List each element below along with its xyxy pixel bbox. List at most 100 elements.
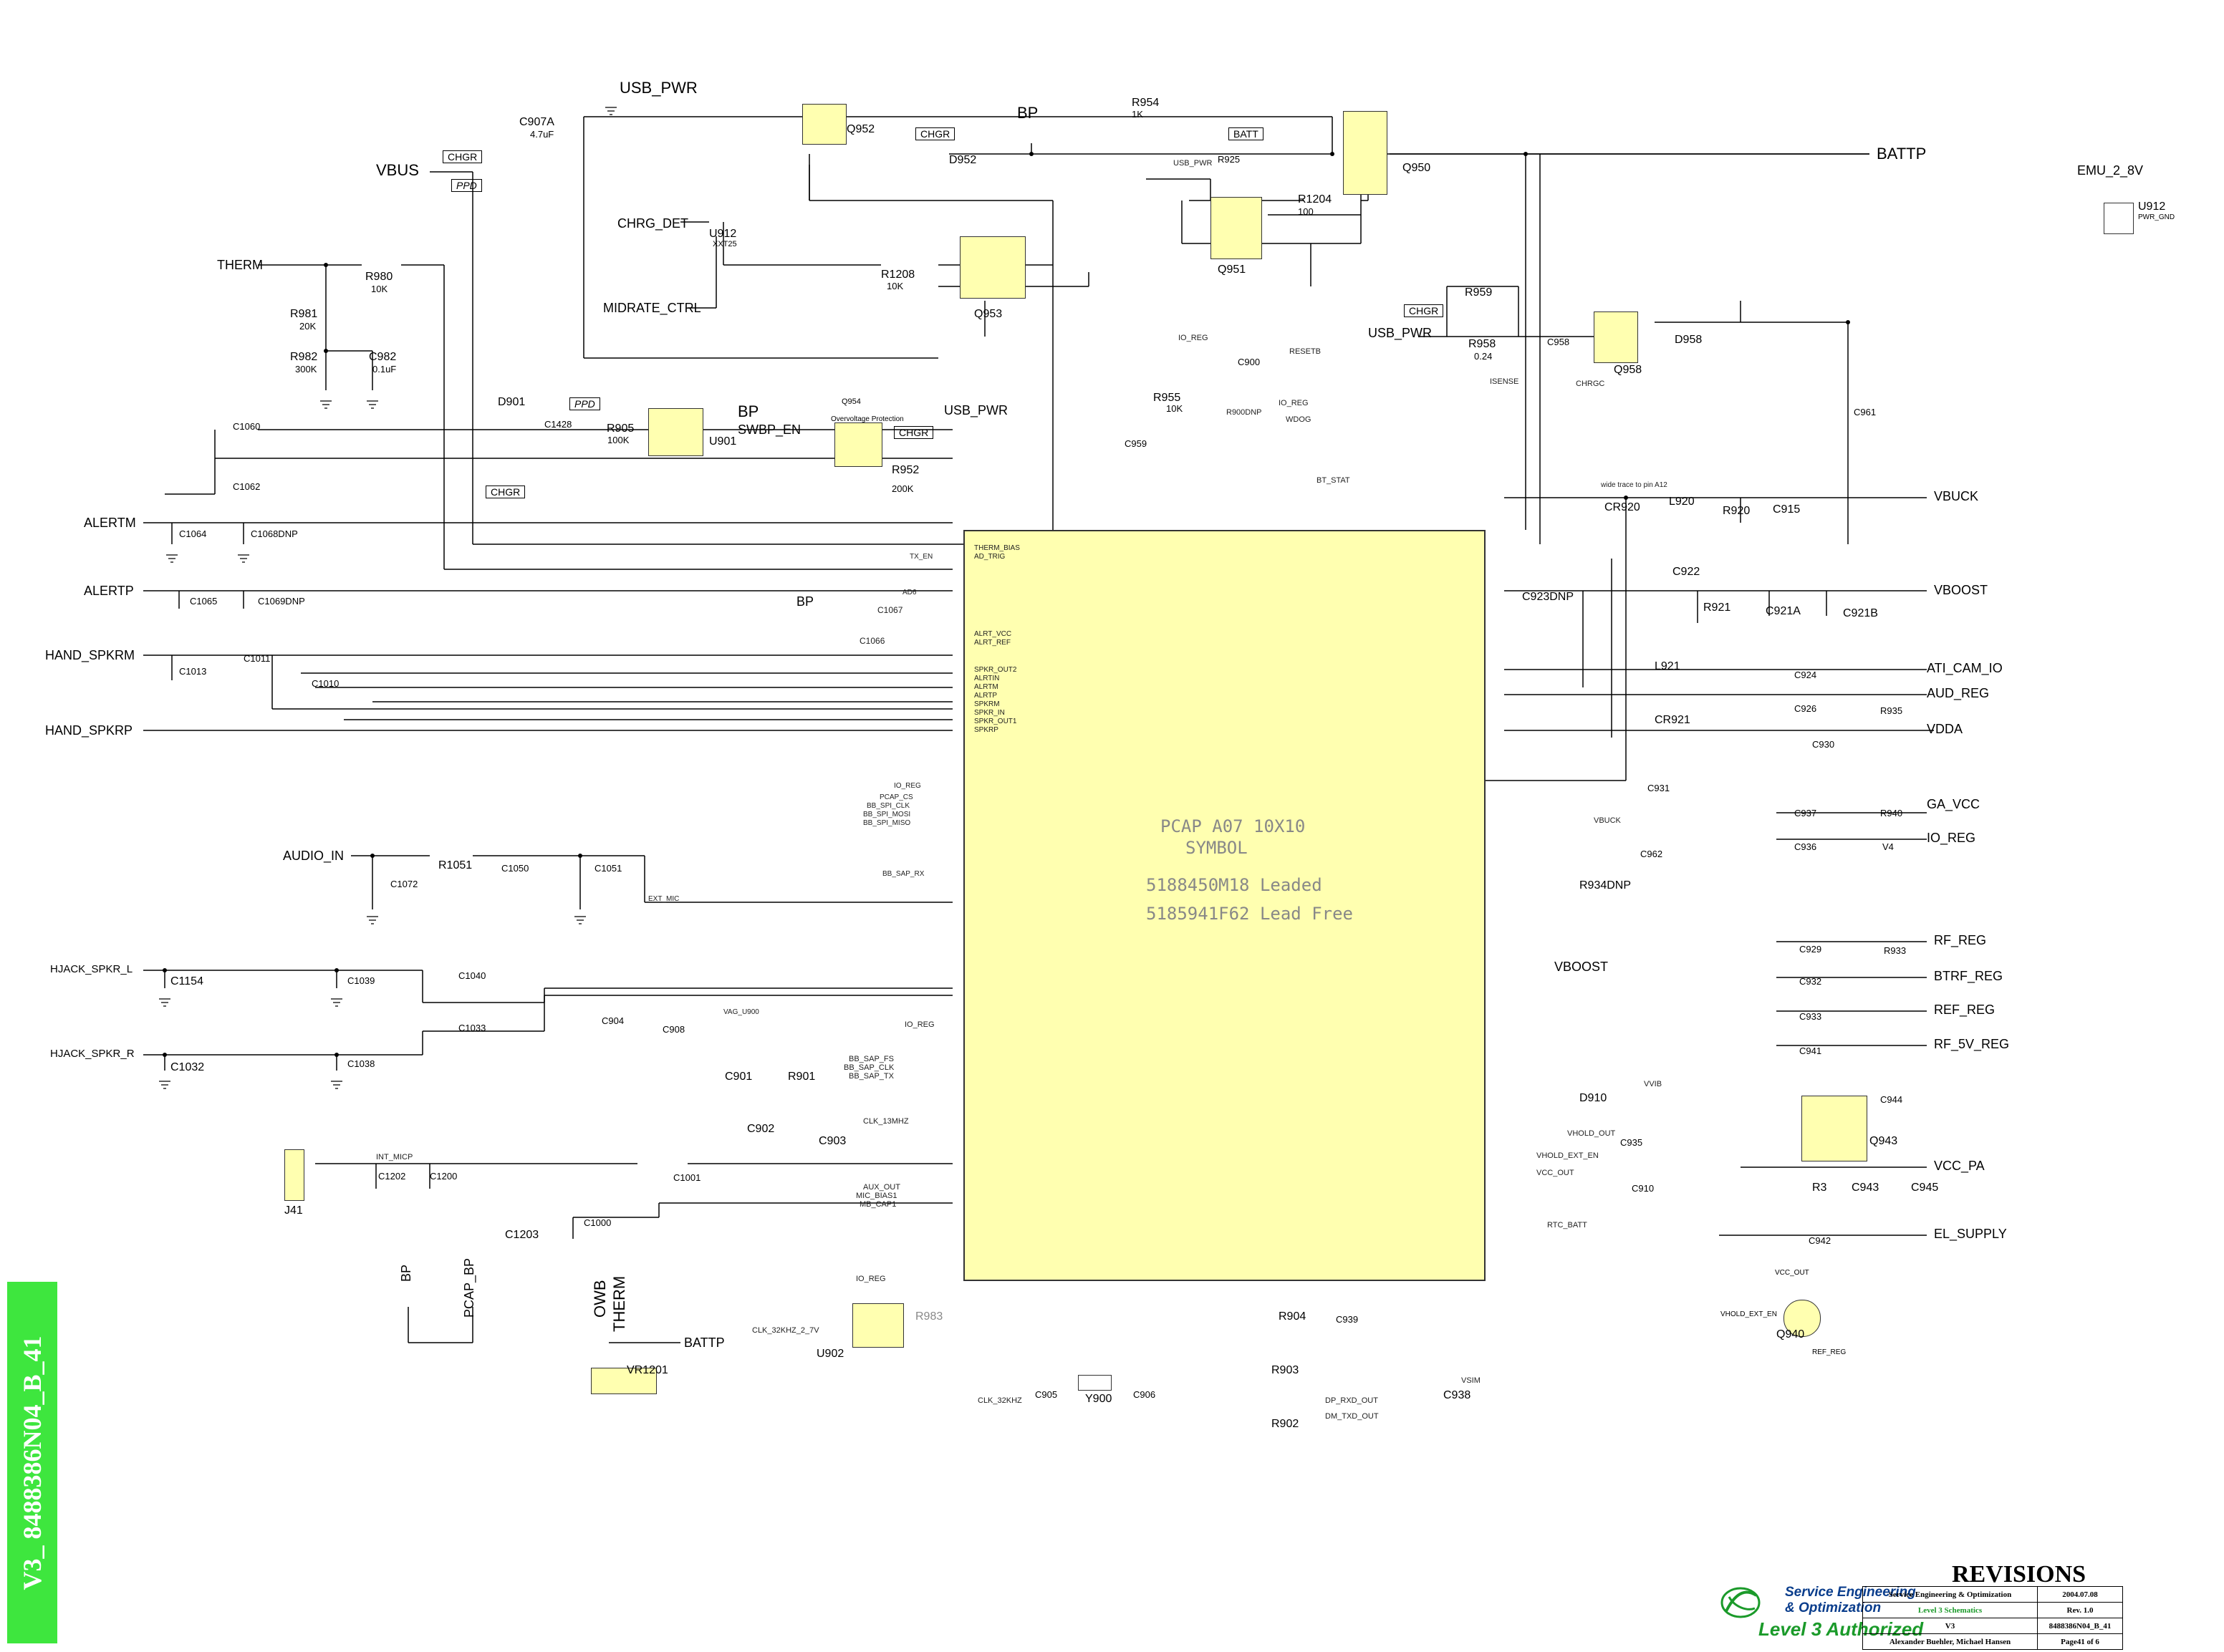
net-hand-spkrp: HAND_SPKRP [45, 723, 133, 738]
pcap-part-leaded: 5188450M18 Leaded [1146, 875, 1322, 895]
ref-c1154: C1154 [170, 975, 203, 987]
pin-spkr-in: SPKR_IN [974, 709, 1005, 717]
pin-vhold-out: VHOLD_OUT [1567, 1129, 1616, 1138]
pin-wdog: WDOG [1286, 415, 1311, 424]
logo-line2: & Optimization [1785, 1600, 1882, 1615]
ref-r905: R905 [607, 422, 635, 435]
ref-c1051: C1051 [594, 863, 622, 874]
pin-vvib: VVIB [1644, 1080, 1662, 1088]
pin-dm-txd-out: DM_TXD_OUT [1325, 1412, 1379, 1421]
ref-c924: C924 [1794, 670, 1817, 680]
ref-c1203: C1203 [505, 1229, 539, 1241]
ref-j41: J41 [284, 1204, 303, 1217]
net-chrg-det: CHRG_DET [617, 216, 689, 231]
pin-aux-out: AUX_OUT [863, 1183, 900, 1192]
ref-c921a: C921A [1766, 605, 1801, 617]
version-sidebar: V3_ 8488386N04_B_41 [7, 1282, 57, 1643]
net-bp-u901: BP [738, 402, 759, 420]
ref-r983: R983 [915, 1310, 943, 1323]
ref-u912-right: U912 [2138, 201, 2166, 213]
ref-r933: R933 [1884, 945, 1907, 956]
pin-tx-en: TX_EN [910, 553, 933, 561]
pin-chrgc: CHRGC [1576, 380, 1605, 388]
pin-bt-stat: BT_STAT [1316, 476, 1350, 485]
ref-r1208: R1208 [881, 269, 915, 281]
net-rf-reg: RF_REG [1934, 933, 1987, 947]
net-rf-5v-reg: RF_5V_REG [1934, 1037, 2010, 1051]
label-ref-reg-q940: REF_REG [1812, 1348, 1847, 1356]
net-therm-vert: THERM [610, 1275, 628, 1332]
pin-io-reg-u902: IO_REG [856, 1275, 886, 1283]
ref-r920: R920 [1723, 505, 1751, 517]
label-vhold-ext-en: VHOLD_EXT_EN [1720, 1310, 1777, 1318]
net-vboost-ic: VBOOST [1554, 960, 1609, 974]
val-c982: 0.1uF [372, 364, 397, 375]
ref-c942: C942 [1809, 1235, 1831, 1246]
pin-alrt-ref: ALRT_REF [974, 639, 1011, 647]
ref-c1062: C1062 [233, 481, 261, 492]
flag-chgr-4: CHGR [894, 426, 934, 439]
version-sidebar-text: V3_ 8488386N04_B_41 [18, 1335, 47, 1590]
tb-title: Level 3 Schematics [1862, 1602, 2038, 1618]
y900-crystal [1078, 1375, 1112, 1391]
tb-docnum: 8488386N04_B_41 [2037, 1618, 2123, 1634]
net-alertm: ALERTM [84, 516, 136, 530]
net-hjack-spkr-l: HJACK_SPKR_L [50, 963, 133, 975]
ref-u901: U901 [709, 435, 737, 448]
pin-c1066: C1066 [860, 636, 885, 646]
flag-chgr-3: CHGR [1404, 304, 1444, 317]
net-vbuck: VBUCK [1934, 489, 1979, 503]
ref-c1202: C1202 [378, 1171, 406, 1182]
pin-io-reg-r900: IO_REG [1279, 399, 1309, 407]
ref-c1032: C1032 [170, 1061, 205, 1073]
pcap-part-leadfree: 5185941F62 Lead Free [1146, 904, 1353, 924]
net-pcap-bp-vert: PCAP_BP [462, 1257, 476, 1318]
pin-alrtm: ALRTM [974, 683, 998, 691]
val-u912: XXT25 [713, 240, 737, 248]
ref-c935: C935 [1620, 1137, 1643, 1148]
vr1201-chip [591, 1368, 657, 1394]
ref-c1200: C1200 [430, 1171, 458, 1182]
q958-chip [1594, 311, 1638, 363]
q943-chip [1801, 1096, 1867, 1161]
ref-u912: U912 [709, 228, 737, 240]
pcap-symbol-line2: SYMBOL [1185, 838, 1248, 858]
pin-alrtin: ALRTIN [974, 675, 1000, 682]
ref-r1204: R1204 [1298, 193, 1332, 206]
ref-c931: C931 [1647, 783, 1670, 793]
ref-q940: Q940 [1776, 1328, 1805, 1341]
pin-mic-bias1: MIC_BIAS1 [856, 1192, 897, 1200]
net-emu-2v8: EMU_2_8V [2077, 163, 2144, 178]
ref-d952: D952 [949, 154, 977, 166]
ref-c1010: C1010 [312, 678, 340, 689]
ref-c941: C941 [1799, 1045, 1822, 1056]
pin-io-reg-left: IO_REG [894, 782, 921, 790]
ref-c906: C906 [1133, 1389, 1156, 1400]
val-c907a: 4.7uF [530, 129, 554, 140]
flag-chgr-1: CHGR [443, 150, 483, 163]
ref-q953: Q953 [974, 308, 1003, 320]
pin-vcc-out: VCC_OUT [1536, 1169, 1574, 1177]
ref-c982: C982 [369, 351, 397, 363]
pin-io-reg-mid: IO_REG [905, 1020, 935, 1029]
ref-c1064: C1064 [179, 528, 207, 539]
pin-alrtp: ALRTP [974, 692, 998, 700]
net-therm: THERM [217, 258, 263, 272]
net-alertp: ALERTP [84, 584, 134, 598]
label-vcc-out: VCC_OUT [1775, 1269, 1809, 1277]
ref-c958: C958 [1547, 337, 1570, 347]
ref-c901: C901 [725, 1071, 753, 1083]
pin-bb-spi-miso: BB_SPI_MISO [863, 819, 911, 827]
u902-chip [852, 1303, 904, 1348]
tb-version: V3 [1862, 1618, 2038, 1634]
ref-r901: R901 [788, 1071, 816, 1083]
val-r955: 10K [1166, 403, 1183, 414]
pin-vhold-ext-en: VHOLD_EXT_EN [1536, 1151, 1599, 1160]
ref-r959: R959 [1465, 286, 1493, 299]
pin-c1067: C1067 [877, 605, 903, 615]
ref-cr920: CR920 [1604, 501, 1640, 513]
net-battp: BATTP [1877, 145, 1927, 163]
val-r980: 10K [371, 284, 388, 294]
pin-vsim: VSIM [1461, 1376, 1481, 1385]
